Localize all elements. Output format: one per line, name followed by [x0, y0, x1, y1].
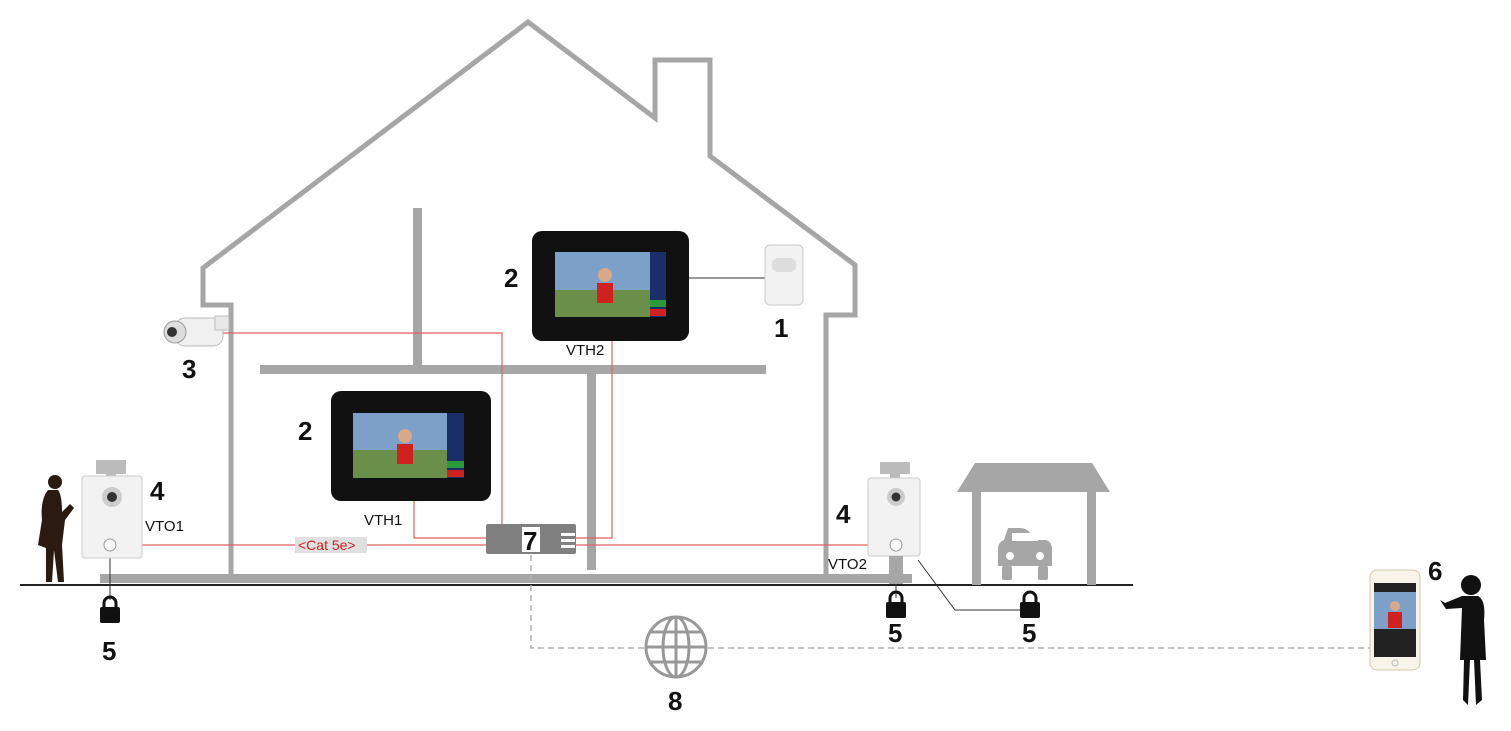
label-5-right: 5 [1022, 618, 1036, 648]
label-6: 6 [1428, 556, 1442, 586]
user-silhouette [1440, 575, 1486, 705]
lower-wall [587, 370, 596, 570]
vth2-name: VTH2 [566, 342, 604, 359]
upper-wall [413, 208, 422, 368]
label-8: 8 [668, 686, 682, 716]
ground-floor [100, 574, 912, 583]
network-switch [486, 524, 576, 554]
visitor-silhouette [38, 475, 74, 582]
door-station-vto2[interactable] [867, 462, 921, 584]
label-7: 7 [523, 526, 537, 556]
upper-floor [260, 365, 766, 374]
smartphone-app[interactable] [1369, 569, 1421, 671]
carport [957, 463, 1110, 585]
ip-camera [163, 315, 230, 347]
indoor-monitor-vth1[interactable] [331, 391, 491, 501]
globe-icon [644, 615, 708, 679]
label-3: 3 [182, 354, 196, 384]
vto2-name: VTO2 [828, 556, 867, 573]
vto1-name: VTO1 [145, 518, 184, 535]
lock-icon [100, 595, 120, 623]
label-5-left: 5 [102, 636, 116, 666]
cable-label: <Cat 5e> [295, 537, 367, 553]
car-icon [998, 528, 1052, 580]
label-5-middle: 5 [888, 618, 902, 648]
indoor-monitor-vth2[interactable] [532, 231, 689, 341]
vth1-name: VTH1 [364, 512, 402, 529]
door-station-vto1[interactable] [81, 460, 143, 559]
lock-icon [886, 590, 906, 618]
label-2-upper: 2 [504, 263, 518, 293]
lock-icon [1020, 590, 1040, 618]
motion-detector [764, 244, 804, 306]
label-4-right: 4 [836, 499, 851, 529]
cable-label-text: <Cat 5e> [298, 537, 356, 553]
internet-link [530, 555, 1370, 649]
label-1: 1 [774, 313, 788, 343]
label-2-lower: 2 [298, 416, 312, 446]
label-4-left: 4 [150, 476, 165, 506]
house-outline [200, 18, 858, 575]
